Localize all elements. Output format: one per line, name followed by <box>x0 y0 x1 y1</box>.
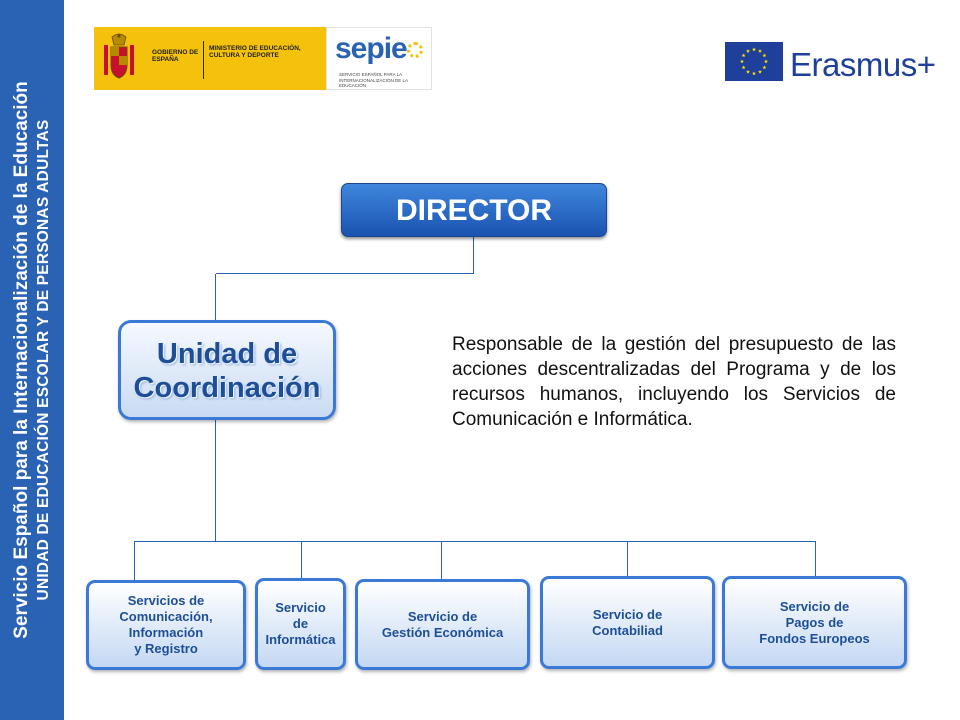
ministerio-text: MINISTERIO DE EDUCACIÓN, CULTURA Y DEPOR… <box>209 45 301 59</box>
director-label: DIRECTOR <box>395 194 553 227</box>
connector-service-2 <box>301 541 302 579</box>
service-comunicacion-label: Servicios de Comunicación, Información y… <box>119 593 213 656</box>
coat-of-arms-icon <box>104 33 134 79</box>
eu-star-icon <box>741 65 746 70</box>
connector-director-horizontal <box>216 273 474 274</box>
eu-star-icon <box>752 71 756 76</box>
director-box: DIRECTOR <box>341 183 607 237</box>
connector-service-5 <box>815 541 816 577</box>
service-gestion-economica-box: Servicio de Gestión Económica <box>355 579 530 670</box>
connector-to-unit <box>215 274 216 321</box>
service-contabilidad-box: Servicio de Contabiliad <box>540 576 715 669</box>
unidad-coordinacion-label: Unidad de Coordinación <box>133 338 321 404</box>
connector-director-down <box>473 237 474 274</box>
connector-services-bus <box>134 541 816 542</box>
sepie-wordmark: sepie <box>335 32 408 65</box>
side-band: Servicio Español para la Internacionaliz… <box>0 0 64 720</box>
service-contabilidad-label: Servicio de Contabiliad <box>592 606 663 638</box>
eu-star-icon <box>764 59 768 64</box>
eu-star-icon <box>758 49 762 53</box>
eu-star-icon <box>762 65 767 70</box>
sepie-subtitle: SERVICIO ESPAÑOL PARA LA INTERNACIONALIZ… <box>339 72 408 88</box>
eu-star-icon <box>746 49 750 53</box>
unit-description: Responsable de la gestión del presupuest… <box>452 334 896 430</box>
service-pagos-fondos-box: Servicio de Pagos de Fondos Europeos <box>722 576 907 669</box>
service-informatica-label: Servicio de Informática <box>265 600 336 647</box>
service-gestion-economica-label: Servicio de Gestión Económica <box>381 608 504 640</box>
eu-star-icon <box>762 53 767 58</box>
eu-star-icon <box>758 69 762 74</box>
service-pagos-fondos-label: Servicio de Pagos de Fondos Europeos <box>759 598 870 646</box>
side-title-line1: Servicio Español para la Internacionaliz… <box>11 81 32 639</box>
sepie-logo: sepie SERVICIO ESPAÑOL PARA LA INTERNACI… <box>326 27 432 90</box>
service-informatica-box: Servicio de Informática <box>255 578 346 670</box>
eu-star-icon <box>741 53 746 58</box>
connector-service-4 <box>627 541 628 577</box>
connector-service-3 <box>441 541 442 580</box>
side-title: Servicio Español para la Internacionaliz… <box>10 0 54 720</box>
side-title-line2: UNIDAD DE EDUCACIÓN ESCOLAR Y DE PERSONA… <box>35 119 52 601</box>
eu-star-icon <box>740 59 744 64</box>
eu-star-icon <box>752 47 756 52</box>
erasmus-plus-logo: Erasmus+ <box>790 46 936 83</box>
eu-star-icon <box>746 69 750 74</box>
connector-service-1 <box>134 541 135 582</box>
logo-divider <box>203 41 204 79</box>
eu-flag-icon <box>725 42 783 81</box>
service-comunicacion-box: Servicios de Comunicación, Información y… <box>86 580 246 670</box>
gobierno-text: GOBIERNO DE ESPAÑA <box>152 49 199 63</box>
gobierno-logo: GOBIERNO DE ESPAÑA MINISTERIO DE EDUCACI… <box>94 27 326 90</box>
unidad-coordinacion-box: Unidad de Coordinación <box>118 320 336 420</box>
connector-unit-down <box>215 419 216 541</box>
sepie-ring-icon <box>407 42 423 58</box>
